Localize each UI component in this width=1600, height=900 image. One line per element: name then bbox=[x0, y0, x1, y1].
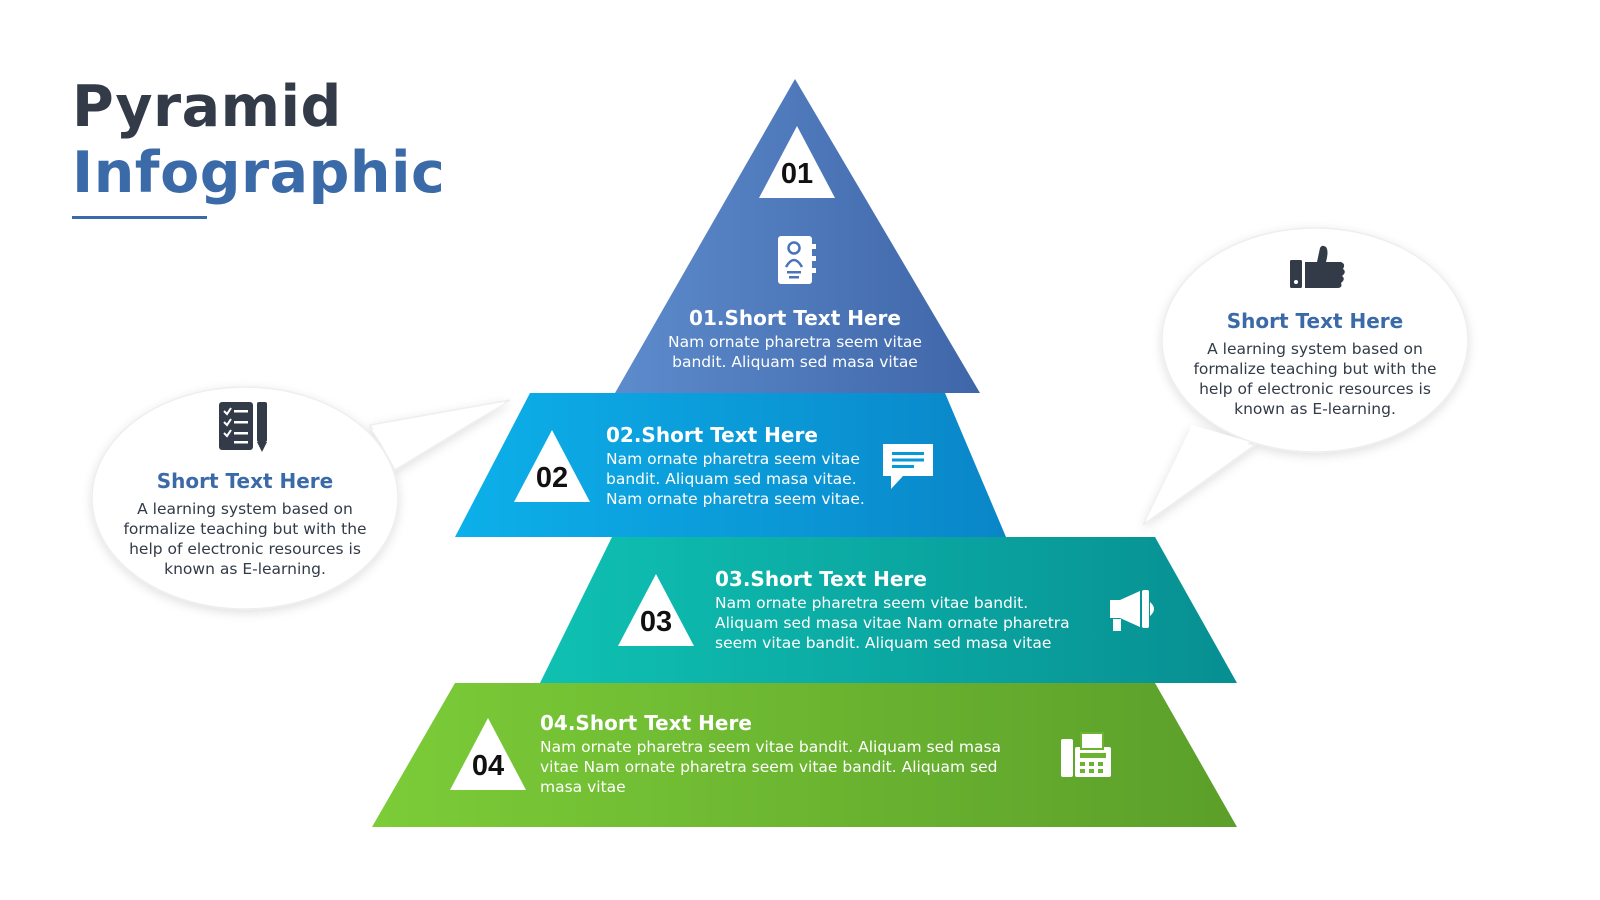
callout-right-body: A learning system based on formalize tea… bbox=[1193, 340, 1437, 418]
chat-bubble-icon bbox=[883, 444, 933, 489]
tier-2-body: Nam ornate pharetra seem vitae bandit. A… bbox=[606, 450, 865, 508]
tier-4-text: 04.Short Text Here Nam ornate pharetra s… bbox=[540, 711, 1020, 797]
page-title: Pyramid Infographic bbox=[72, 74, 445, 206]
tier-3-heading: 03.Short Text Here bbox=[715, 567, 927, 591]
tier-3-number-triangle bbox=[618, 574, 694, 646]
contact-book-icon bbox=[778, 236, 816, 284]
callout-right-text: Short Text Here A learning system based … bbox=[1181, 309, 1449, 419]
callout-left-heading: Short Text Here bbox=[156, 469, 334, 493]
callout-left-bubble bbox=[91, 386, 511, 610]
tier-2-heading: 02.Short Text Here bbox=[606, 423, 818, 447]
title-line-1: Pyramid bbox=[72, 74, 342, 140]
callout-left-body: A learning system based on formalize tea… bbox=[123, 500, 367, 578]
title-line-2: Infographic bbox=[72, 140, 446, 206]
tier-4-number-triangle bbox=[450, 718, 526, 790]
tier-4-shape bbox=[372, 683, 1237, 827]
title-underline bbox=[72, 216, 207, 219]
tier-3-body: Nam ornate pharetra seem vitae bandit. A… bbox=[715, 594, 1070, 652]
fax-machine-icon bbox=[1061, 732, 1111, 777]
tier-2-number: 02 bbox=[535, 462, 569, 494]
callout-right-heading: Short Text Here bbox=[1226, 309, 1404, 333]
tier-4-number: 04 bbox=[471, 750, 505, 782]
tier-4-heading: 04.Short Text Here bbox=[540, 711, 752, 735]
callout-right-bubble bbox=[1142, 227, 1469, 526]
tier-2-number-triangle bbox=[514, 430, 590, 502]
tier-1-body: Nam ornate pharetra seem vitae bandit. A… bbox=[668, 333, 922, 371]
tier-3-number: 03 bbox=[639, 606, 673, 638]
tier-3-text: 03.Short Text Here Nam ornate pharetra s… bbox=[715, 567, 1090, 653]
thumbs-up-icon bbox=[1290, 245, 1345, 288]
tier-2-shape bbox=[455, 393, 1006, 537]
tier-2-text: 02.Short Text Here Nam ornate pharetra s… bbox=[606, 423, 876, 509]
tier-1-text: 01.Short Text Here Nam ornate pharetra s… bbox=[655, 306, 935, 372]
tier-1-heading: 01.Short Text Here bbox=[689, 306, 901, 330]
tier-4-body: Nam ornate pharetra seem vitae bandit. A… bbox=[540, 738, 1002, 796]
tier-3-shape bbox=[540, 537, 1237, 683]
megaphone-icon bbox=[1110, 590, 1154, 631]
checklist-icon bbox=[219, 402, 267, 452]
tier-1-number: 01 bbox=[780, 158, 814, 190]
callout-left-text: Short Text Here A learning system based … bbox=[112, 469, 378, 579]
tier-1-number-triangle bbox=[759, 126, 835, 198]
